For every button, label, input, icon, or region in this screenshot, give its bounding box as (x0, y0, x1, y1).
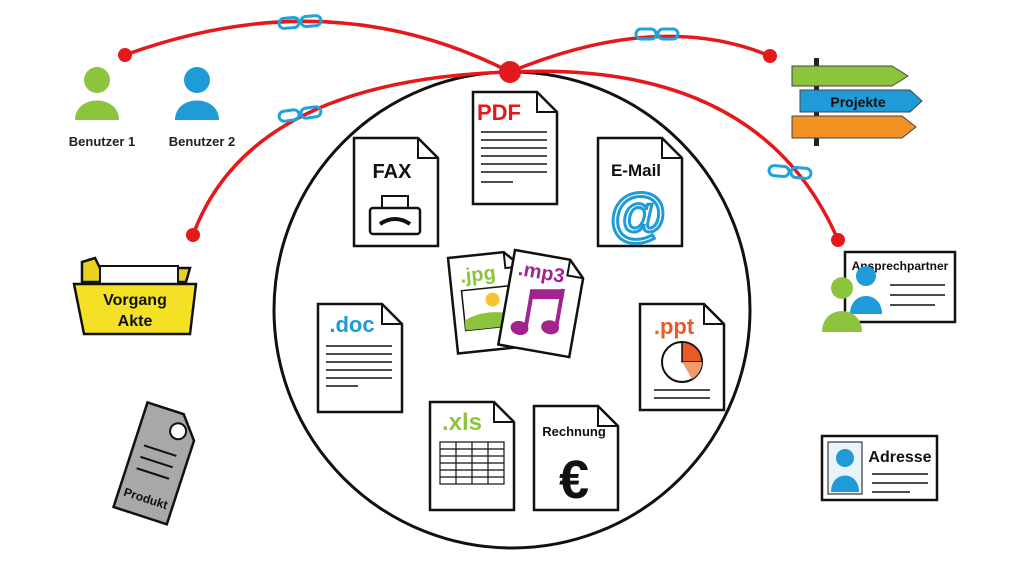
folder-line2: Akte (118, 313, 153, 330)
xls-document: .xls (428, 400, 516, 512)
fax-document: FAX (352, 136, 440, 248)
music-note-icon (510, 288, 565, 336)
connection-dots (118, 48, 845, 247)
euro-icon: € (559, 450, 589, 510)
case-folder: Vorgang Akte (72, 256, 198, 336)
pdf-label: PDF (477, 100, 521, 125)
at-sign-icon: @ (610, 182, 667, 247)
user-1-label: Benutzer 1 (69, 134, 135, 149)
projects-signpost: Projekte (791, 58, 923, 146)
user-2-label: Benutzer 2 (169, 134, 235, 149)
pdf-document: PDF (471, 90, 559, 206)
xls-label: .xls (442, 409, 482, 436)
email-label: E-Mail (611, 161, 661, 180)
contact-card-label: Ansprechpartner (852, 259, 949, 273)
user-2: Benutzer 2 (169, 67, 235, 149)
mp3-document: .mp3 (496, 248, 585, 359)
invoice-document: Rechnung € (532, 404, 620, 512)
ppt-label: .ppt (654, 314, 695, 339)
contact-person-icon (822, 266, 882, 332)
folder-line1: Vorgang (103, 292, 167, 309)
address-card-label: Adresse (868, 449, 931, 466)
ppt-document: .ppt (638, 302, 726, 412)
user-1: Benutzer 1 (69, 67, 135, 149)
fax-label: FAX (373, 161, 413, 183)
person-icon (831, 449, 859, 492)
projects-label: Projekte (830, 94, 885, 110)
address-card: Adresse (820, 434, 939, 502)
contact-card: Ansprechpartner (822, 250, 957, 332)
user-icon (75, 67, 119, 120)
email-document: E-Mail @ (596, 136, 684, 249)
fax-machine-icon (368, 195, 422, 236)
user-icon (175, 67, 219, 120)
spreadsheet-grid-icon (439, 441, 505, 485)
pie-chart-icon (661, 341, 703, 383)
product-tag: Produkt (111, 400, 196, 526)
chain-link-icon (767, 163, 813, 181)
doc-document: .doc (316, 302, 404, 414)
jpg-label: .jpg (459, 262, 497, 288)
invoice-label: Rechnung (542, 424, 606, 439)
doc-label: .doc (329, 312, 374, 337)
